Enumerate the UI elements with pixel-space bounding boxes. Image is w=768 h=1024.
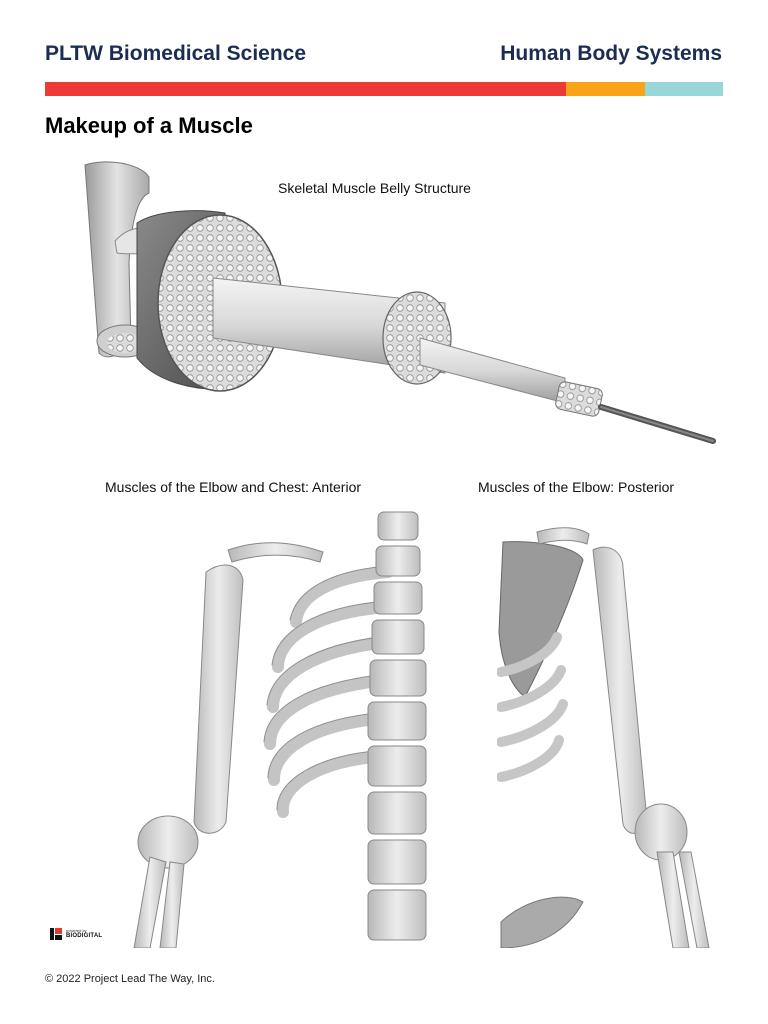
anterior-skeleton-illustration xyxy=(133,511,427,948)
biodigital-brand: BIODIGITAL xyxy=(66,933,103,939)
muscle-structure-illustration xyxy=(84,161,716,444)
biodigital-powered-by: powered by xyxy=(66,928,87,933)
biodigital-logo: powered by BIODIGITAL xyxy=(50,928,102,940)
page-title: Makeup of a Muscle xyxy=(45,113,253,138)
posterior-figure-caption: Muscles of the Elbow: Posterior xyxy=(478,479,675,495)
posterior-skeleton-illustration xyxy=(497,527,710,948)
footer-copyright: © 2022 Project Lead The Way, Inc. xyxy=(45,973,215,985)
color-bar-orange xyxy=(566,82,645,96)
anterior-figure-caption: Muscles of the Elbow and Chest: Anterior xyxy=(105,479,362,495)
color-bar-teal xyxy=(645,82,723,96)
header-program-title: PLTW Biomedical Science xyxy=(45,42,307,65)
header-course-title: Human Body Systems xyxy=(500,42,722,65)
biodigital-logo-icon xyxy=(50,928,62,940)
header-color-bar xyxy=(45,82,723,96)
color-bar-red xyxy=(45,82,566,96)
muscle-structure-caption: Skeletal Muscle Belly Structure xyxy=(278,180,471,196)
